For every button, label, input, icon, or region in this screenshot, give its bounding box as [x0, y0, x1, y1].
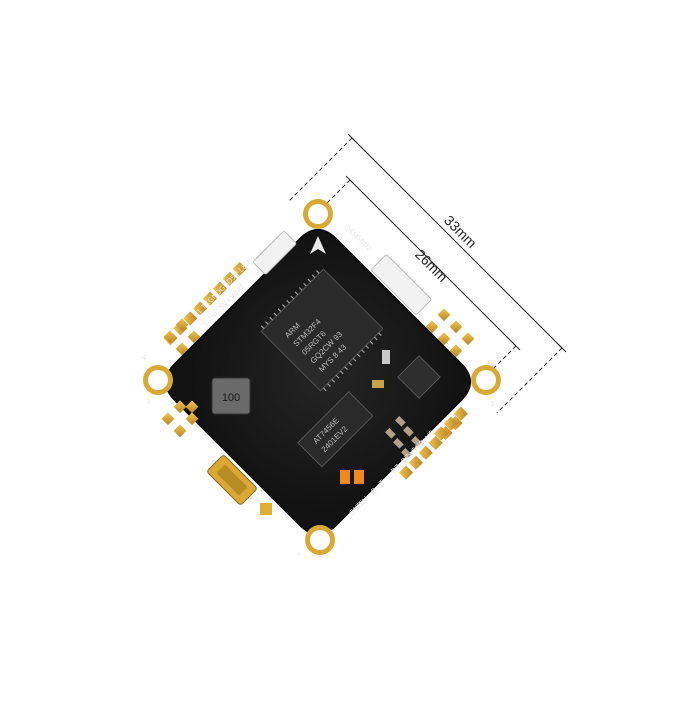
silk-plus: +	[296, 550, 302, 558]
motor-number-2: 2	[496, 352, 500, 360]
mounting-holes	[143, 199, 501, 555]
motor-pads	[161, 308, 475, 438]
orange-components	[340, 470, 364, 484]
direction-arrow-icon	[310, 236, 326, 254]
passive-components	[372, 350, 422, 459]
osd-chip: AT7456E 2401EV2	[297, 391, 374, 468]
silk-br-2: R	[370, 486, 379, 495]
connector-top-left	[253, 231, 297, 275]
usb-port	[207, 455, 257, 505]
inductor-label: 100	[222, 392, 240, 404]
motor-number-3: 3	[146, 398, 150, 406]
silk-minus: -	[340, 546, 343, 554]
silk-br-3: T	[377, 478, 387, 488]
motor-number-4: 4	[142, 354, 147, 362]
motor-number-1: 1	[490, 400, 494, 408]
gyro-chip	[397, 355, 441, 399]
buzzer-pad	[260, 503, 272, 515]
connector-top-right	[371, 254, 432, 315]
dimension-26mm-label: 26mm	[412, 246, 451, 285]
dimension-33mm-label: 33mm	[441, 212, 480, 251]
inductor: 100	[211, 377, 251, 415]
silk-sbus: SBUS	[355, 234, 374, 253]
mcu-chip: ARM STM32F4 05RGT6 GQ2CW 93 MYS 8 43	[260, 268, 384, 392]
